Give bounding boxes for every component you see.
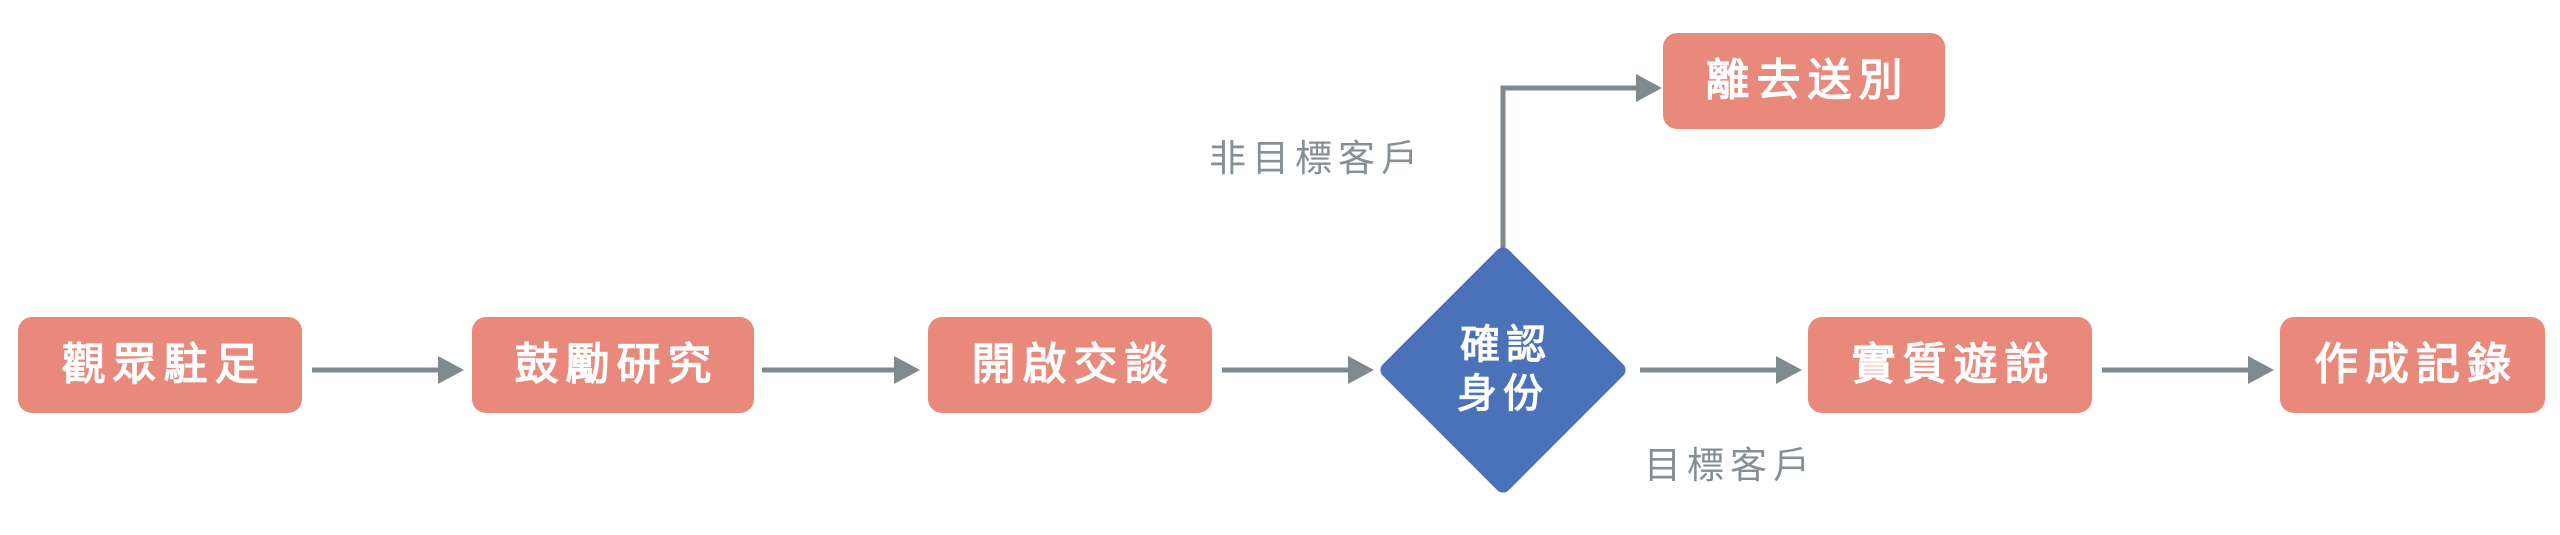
process-node-label: 鼓勵研究 — [514, 340, 719, 390]
decision-node-label: 確認 身份 — [1457, 323, 1552, 416]
process-node-departure-farewell[interactable]: 離去送別 — [1663, 33, 1945, 129]
process-node-label: 觀眾駐足 — [61, 340, 266, 390]
process-node-create-record[interactable]: 作成記錄 — [2280, 317, 2545, 413]
connector-n6-n7 — [2102, 356, 2274, 384]
edge-label-target-customer: 目標客戶 — [1644, 445, 1816, 486]
process-node-encourage-research[interactable]: 鼓勵研究 — [472, 317, 754, 413]
connector-n4-n5-branch — [1500, 74, 1662, 248]
connector-n3-n4 — [1222, 356, 1374, 384]
arrowhead-icon — [1636, 74, 1662, 102]
edge-label-non-target-customer: 非目標客戶 — [1209, 138, 1424, 179]
connector-n2-n3 — [762, 356, 920, 384]
arrowhead-icon — [2248, 356, 2274, 384]
process-node-label: 作成記錄 — [2314, 340, 2518, 390]
arrowhead-icon — [894, 356, 920, 384]
decision-node-confirm-identity[interactable]: 確認 身份 — [1377, 244, 1629, 496]
connector-line — [1500, 85, 1638, 248]
process-node-label: 實質遊說 — [1851, 340, 2056, 390]
connector-n1-n2 — [312, 356, 464, 384]
process-node-label: 開啟交談 — [971, 340, 1176, 390]
arrowhead-icon — [1776, 356, 1802, 384]
process-node-start-conversation[interactable]: 開啟交談 — [928, 317, 1212, 413]
process-node-substantive-lobbying[interactable]: 實質遊說 — [1808, 317, 2092, 413]
arrowhead-icon — [1348, 356, 1374, 384]
process-node-audience-stops[interactable]: 觀眾駐足 — [18, 317, 302, 413]
process-node-label: 離去送別 — [1705, 56, 1910, 106]
arrowhead-icon — [438, 356, 464, 384]
connector-n4-n6 — [1640, 356, 1802, 384]
